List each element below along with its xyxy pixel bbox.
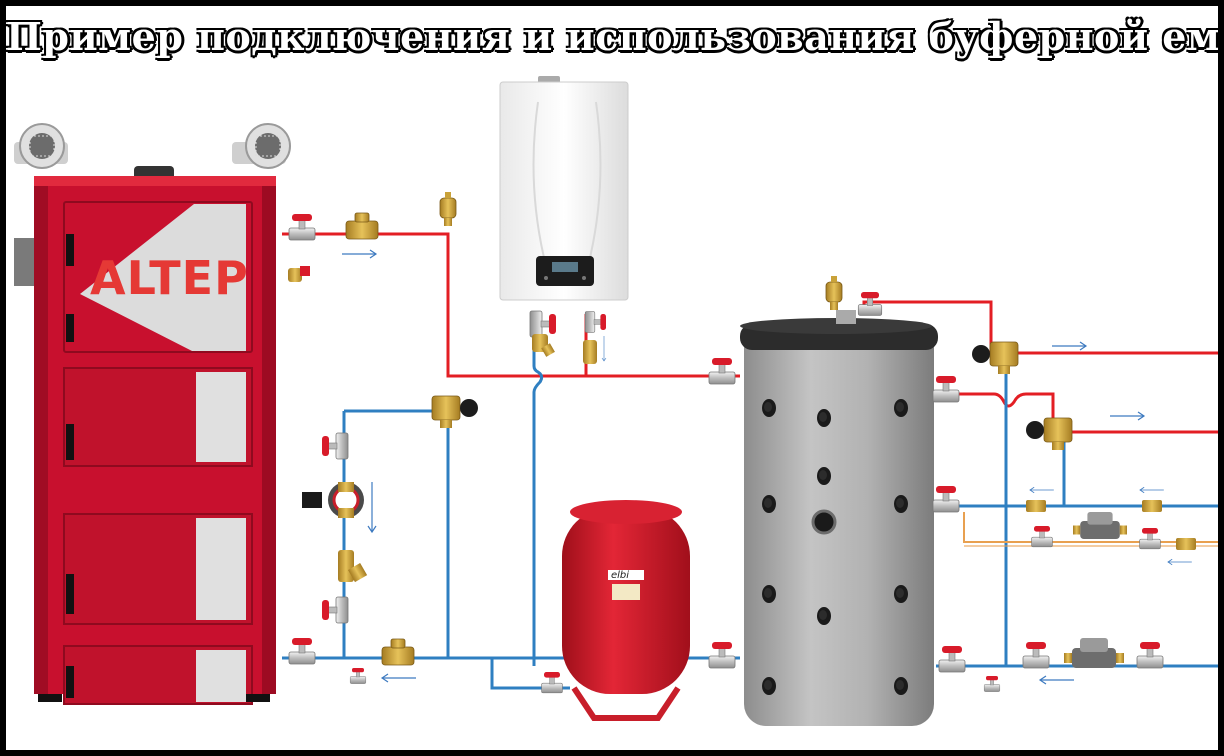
- flow-arrow-icon: [1110, 412, 1144, 420]
- ball-valve-icon: [585, 312, 606, 333]
- filter-icon: [338, 550, 367, 582]
- flow-arrow-icon: [1030, 487, 1054, 493]
- ball-valve-icon: [858, 292, 881, 315]
- ball-valve-icon: [1137, 642, 1163, 668]
- expansion-tank: elbi: [562, 500, 690, 718]
- diagram-canvas: ALTEP: [6, 6, 1218, 750]
- check-valve-icon: [1142, 500, 1162, 512]
- ball-valve-icon: [1023, 642, 1049, 668]
- check-valve-icon: [1176, 538, 1196, 550]
- flow-arrow-icon: [1052, 342, 1086, 350]
- flow-arrow-icon: [1140, 487, 1164, 493]
- ball-valve-icon: [939, 646, 965, 672]
- ball-valve-icon: [1140, 528, 1161, 549]
- fan-right-icon: [232, 124, 290, 168]
- boiler-logo: ALTEP: [90, 251, 249, 305]
- air-vent-icon: [826, 276, 842, 310]
- ball-valve-icon: [542, 672, 563, 693]
- circulation-pump-icon: [1073, 512, 1127, 539]
- fan-left-icon: [14, 124, 68, 168]
- ball-valve-icon: [322, 597, 348, 623]
- flow-arrow-icon: [1168, 559, 1192, 565]
- page-title: Пример подключения и использования буфер…: [6, 14, 1218, 59]
- ball-valve-icon: [289, 638, 315, 664]
- flow-arrow-icon: [1040, 676, 1074, 684]
- ball-valve-icon: [530, 311, 556, 337]
- circulation-pump-icon: [1064, 638, 1124, 668]
- ball-valve-icon: [1032, 526, 1053, 547]
- ball-valve-icon: [933, 486, 959, 512]
- check-valve-icon: [1026, 500, 1046, 512]
- check-valve-icon: [346, 213, 378, 239]
- circulation-pump-icon: [302, 482, 364, 518]
- buffer-tank: [740, 310, 938, 726]
- three-way-valve-icon: [972, 342, 1018, 374]
- ball-valve-icon: [289, 214, 315, 240]
- flow-arrow-icon: [342, 250, 376, 258]
- ball-valve-icon: [709, 358, 735, 384]
- air-vent-icon: [440, 192, 456, 226]
- ball-valve-icon: [350, 668, 366, 684]
- ball-valve-icon: [933, 376, 959, 402]
- flow-arrow-icon: [382, 674, 416, 682]
- tank-logo: elbi: [611, 570, 629, 581]
- ball-valve-icon: [984, 676, 1000, 692]
- heating-scheme: ALTEP: [6, 6, 1218, 750]
- safety-valve-icon: [583, 340, 597, 364]
- check-valve-icon: [382, 639, 414, 665]
- solid-fuel-boiler: ALTEP: [14, 124, 290, 704]
- ball-valve-icon: [322, 433, 348, 459]
- gas-boiler: [500, 76, 628, 364]
- three-way-valve-icon: [432, 396, 478, 428]
- flow-arrow-icon: [368, 482, 376, 532]
- safety-valve-icon: [288, 266, 310, 282]
- ball-valve-icon: [709, 642, 735, 668]
